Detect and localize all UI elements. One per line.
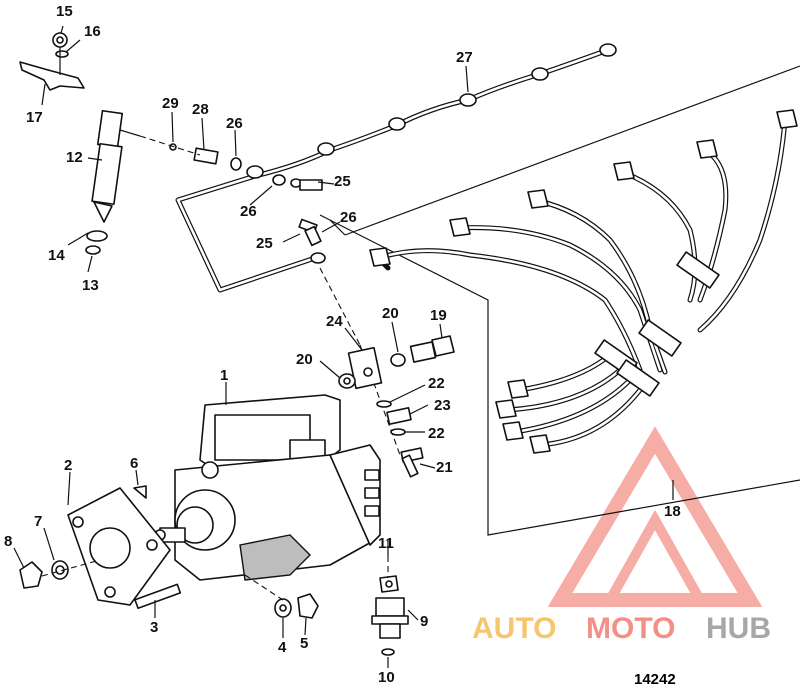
callout-20-right: 20 (382, 305, 399, 322)
mounting-plate (19, 485, 319, 619)
watermark-logo (547, 426, 763, 607)
callout-26-mid: 26 (240, 203, 257, 220)
injection-pump (154, 394, 381, 581)
watermark-hub: HUB (706, 612, 771, 645)
leak-off-line (175, 43, 617, 293)
callout-labels: 15 16 17 12 14 13 29 28 26 27 25 26 26 2… (4, 3, 681, 686)
watermark-text: AUTO MOTO HUB (472, 612, 771, 645)
high-pressure-lines-panel (319, 65, 800, 536)
watermark-auto: AUTO (472, 612, 556, 645)
callout-5: 5 (300, 635, 308, 652)
callout-25-lower: 25 (256, 235, 273, 252)
callout-28: 28 (192, 101, 209, 118)
callout-26-low: 26 (340, 209, 357, 226)
callout-21: 21 (436, 459, 453, 476)
callout-29: 29 (162, 95, 179, 112)
leak-off-fittings (139, 135, 361, 346)
callout-7: 7 (34, 513, 42, 530)
fuel-sensor (371, 556, 409, 656)
callout-12: 12 (66, 149, 83, 166)
callout-20-left: 20 (296, 351, 313, 368)
callout-22-lower: 22 (428, 425, 445, 442)
callout-6: 6 (130, 455, 138, 472)
callout-19: 19 (430, 307, 447, 324)
callout-24: 24 (326, 313, 343, 330)
callout-22-upper: 22 (428, 375, 445, 392)
callout-18: 18 (664, 503, 681, 520)
callout-17: 17 (26, 109, 43, 126)
callout-23: 23 (434, 397, 451, 414)
leader-lines (13, 25, 674, 668)
callout-16: 16 (84, 23, 101, 40)
callout-11: 11 (378, 535, 394, 552)
callout-10: 10 (378, 669, 395, 686)
fuel-injector (85, 109, 141, 255)
callout-8: 8 (4, 533, 12, 550)
injector-bracket-group (19, 32, 85, 91)
callout-3: 3 (150, 619, 158, 636)
callout-14: 14 (48, 247, 65, 264)
banjo-fitting-group (338, 335, 455, 478)
callout-27: 27 (456, 49, 473, 66)
callout-26-top: 26 (226, 115, 243, 132)
callout-13: 13 (82, 277, 99, 294)
high-pressure-lines (369, 109, 798, 454)
watermark-moto: MOTO (586, 612, 675, 645)
callout-9: 9 (420, 613, 428, 630)
callout-15: 15 (56, 3, 73, 20)
callout-4: 4 (278, 639, 287, 656)
callout-1: 1 (220, 367, 228, 384)
figure-number: 14242 (634, 671, 676, 688)
callout-2: 2 (64, 457, 72, 474)
callout-25-upper: 25 (334, 173, 351, 190)
